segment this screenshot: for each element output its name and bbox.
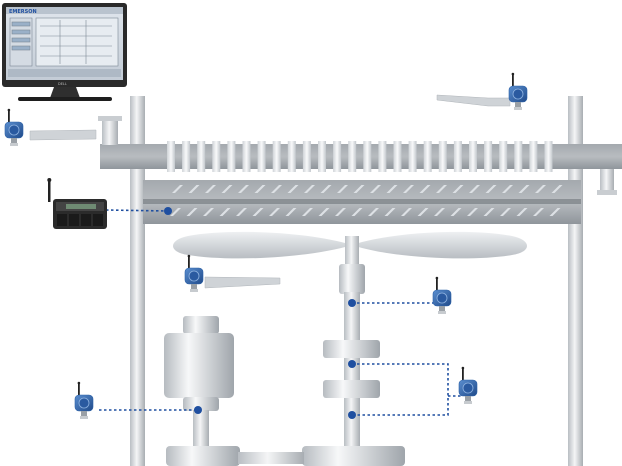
louver-slat xyxy=(335,208,346,216)
louver-slat xyxy=(434,208,445,216)
louver-slat xyxy=(370,185,381,193)
louver-slat xyxy=(351,208,363,216)
shaft-assembly xyxy=(302,264,405,466)
duct-fin xyxy=(393,141,402,172)
duct-fin xyxy=(318,141,326,172)
louver-slat xyxy=(287,185,299,193)
louver-slat xyxy=(452,185,464,193)
duct-fin xyxy=(408,141,417,172)
louver-slat xyxy=(320,185,332,193)
finned-duct xyxy=(98,116,622,195)
louver-slat xyxy=(271,185,282,193)
louver-slat xyxy=(436,185,447,193)
louver-slat xyxy=(219,208,231,216)
louver-slat xyxy=(502,185,513,193)
louver-slat xyxy=(483,208,495,216)
louver-slat xyxy=(304,185,315,193)
gateway-connection xyxy=(105,209,169,212)
louver-slat xyxy=(285,208,297,216)
louver-slat xyxy=(318,208,330,216)
louver-slat xyxy=(188,185,200,193)
probe-fan-left xyxy=(204,276,281,289)
duct-fin xyxy=(423,141,432,172)
louver-slat xyxy=(186,208,198,216)
louver-slat xyxy=(236,208,247,216)
wireless-gateway-icon xyxy=(47,178,107,229)
louver-slat xyxy=(252,208,264,216)
louver-slat xyxy=(368,208,379,216)
louver-slat xyxy=(269,208,280,216)
left-support-post xyxy=(130,96,145,466)
louver-slat xyxy=(450,208,462,216)
duct-fin xyxy=(242,141,251,172)
duct-fin xyxy=(499,141,508,172)
louver-slat xyxy=(205,185,216,193)
screen-logo: EMERSON xyxy=(9,9,37,15)
louver-slat xyxy=(551,185,563,193)
louver-slat xyxy=(518,185,530,193)
louver-slat xyxy=(337,185,348,193)
louver-slat xyxy=(238,185,249,193)
duct-fin xyxy=(272,141,281,172)
connection-lines xyxy=(99,209,462,416)
duct-fin xyxy=(453,141,462,172)
louvered-duct xyxy=(143,180,581,224)
louver-slat xyxy=(417,208,429,216)
duct-fin xyxy=(363,141,372,172)
wireless-transmitter-top-left xyxy=(4,108,24,146)
duct-fin xyxy=(302,141,311,172)
motor-assembly xyxy=(164,316,304,466)
louver-slat xyxy=(254,185,266,193)
duct-fin xyxy=(287,141,296,172)
duct-fin xyxy=(484,141,493,172)
louver-slat xyxy=(401,208,412,216)
probe-top-right xyxy=(436,94,511,107)
monitor-icon: EMERSON DELL xyxy=(2,3,127,101)
duct-fin xyxy=(182,141,191,172)
connection-points xyxy=(164,207,356,419)
louver-slat xyxy=(467,208,478,216)
duct-fin xyxy=(469,141,477,172)
duct-fin xyxy=(348,141,357,172)
probe-top-left xyxy=(29,129,97,141)
wireless-transmitter-bottom-left xyxy=(74,381,94,419)
louver-slat xyxy=(469,185,480,193)
duct-fin xyxy=(257,141,266,172)
louver-slat xyxy=(500,208,511,216)
hmi-screen-content xyxy=(9,17,119,67)
louver-slat xyxy=(485,185,497,193)
fan-blade xyxy=(173,231,527,264)
louver-slat xyxy=(221,185,233,193)
duct-fin xyxy=(333,141,342,172)
louver-slat xyxy=(535,185,546,193)
duct-fin xyxy=(514,141,523,172)
wireless-transmitter-shaft-lower xyxy=(458,366,478,404)
monitor-brand: DELL xyxy=(58,82,67,86)
louver-slat xyxy=(549,208,561,216)
louver-slat xyxy=(386,185,398,193)
duct-fin xyxy=(167,141,175,172)
duct-fin xyxy=(529,141,538,172)
louver-slat xyxy=(353,185,365,193)
wireless-transmitter-shaft-upper xyxy=(432,276,452,314)
duct-fin xyxy=(197,141,206,172)
louver-slat xyxy=(384,208,396,216)
louver-slat xyxy=(419,185,431,193)
duct-fin xyxy=(378,141,387,172)
duct-fin xyxy=(227,141,236,172)
shaft-lower-connection xyxy=(352,363,449,416)
duct-fin xyxy=(212,141,221,172)
duct-fin xyxy=(438,141,447,172)
louver-slat xyxy=(170,208,181,216)
louver-slat xyxy=(533,208,544,216)
louver-slat xyxy=(203,208,214,216)
wireless-transmitter-top-right xyxy=(508,72,528,110)
duct-fin xyxy=(544,141,553,172)
louver-slat xyxy=(172,185,183,193)
louver-slat xyxy=(302,208,313,216)
louver-slat xyxy=(403,185,414,193)
louver-slat xyxy=(516,208,528,216)
wireless-transmitter-fan-left xyxy=(184,254,204,292)
